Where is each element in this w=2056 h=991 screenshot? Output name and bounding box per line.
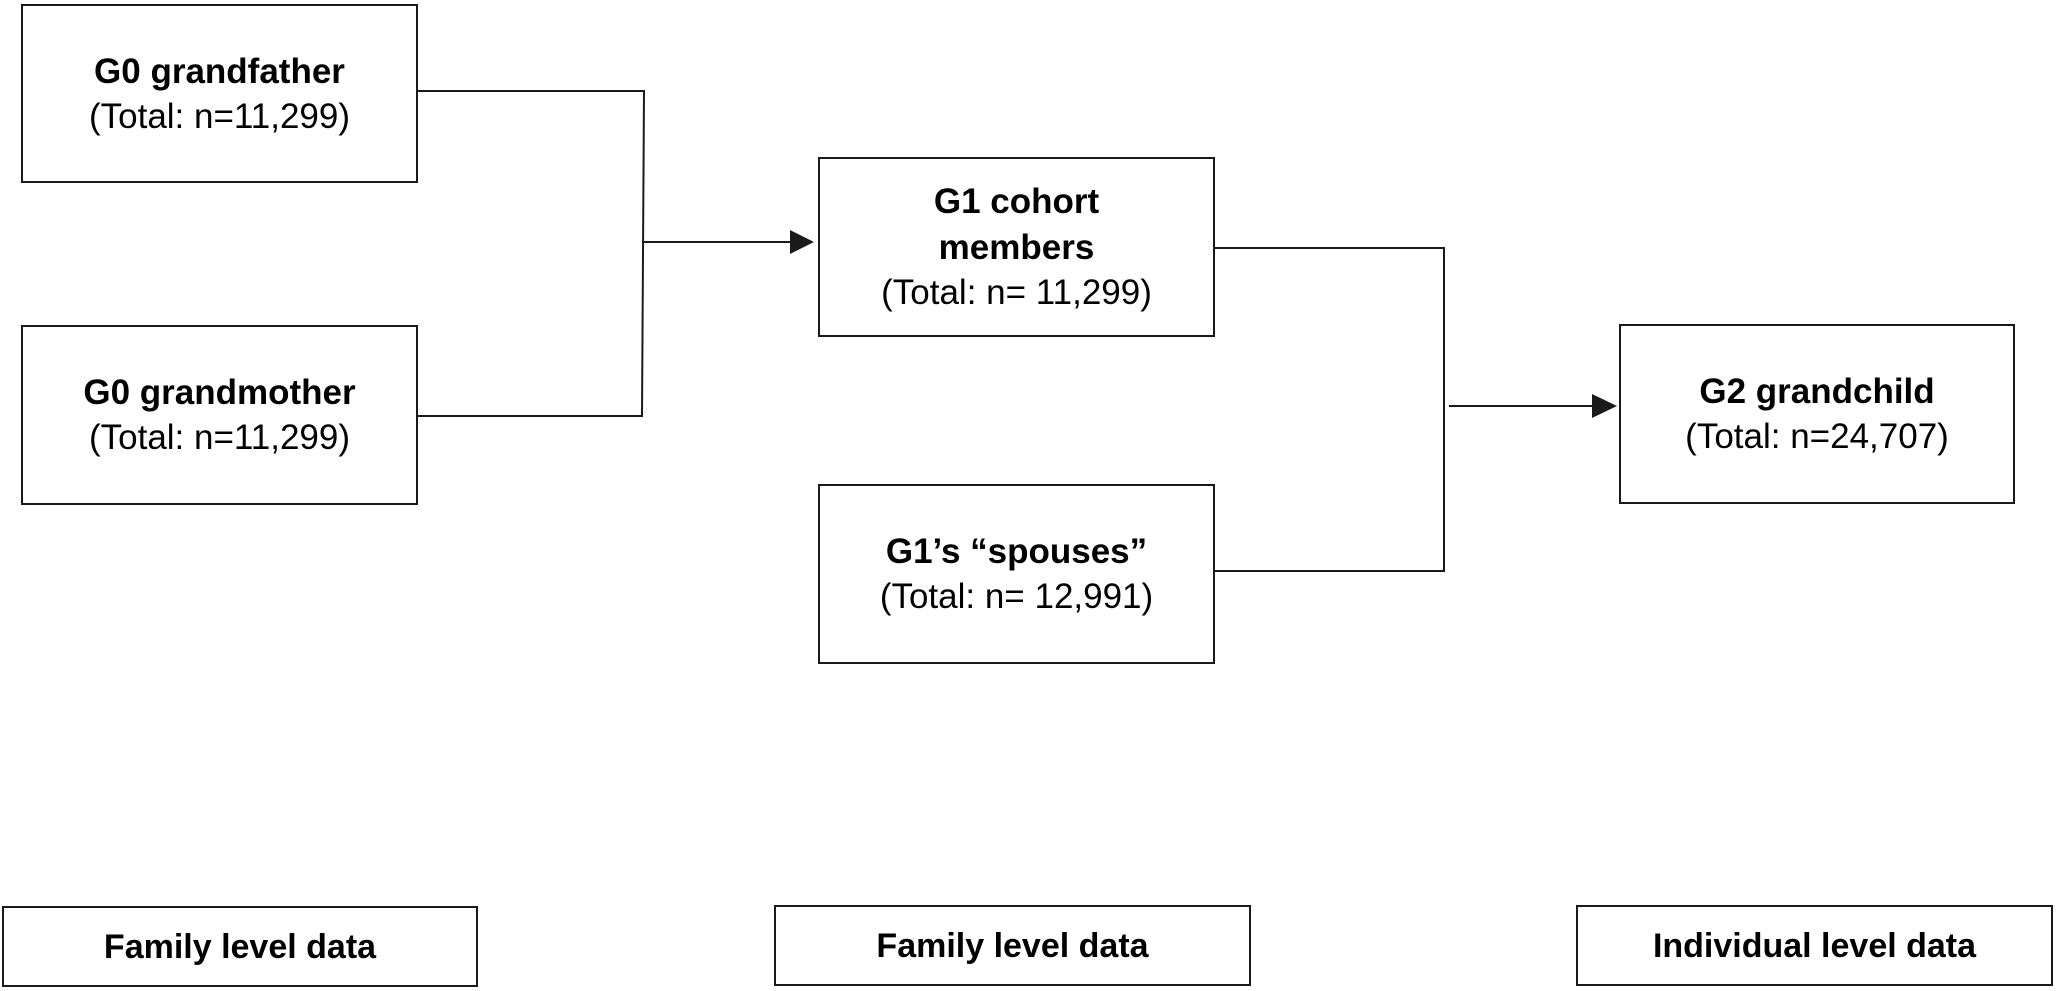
grandfather-connector (418, 90, 646, 417)
g1-to-g2-arrowhead (1592, 394, 1617, 418)
g1-connector (1215, 247, 1445, 572)
g1-spouses-total: (Total: n= 12,991) (879, 577, 1154, 616)
level-label-right-text: Individual level data (1652, 926, 1977, 965)
g2-grandchild-total: (Total: n=24,707) (1685, 417, 1949, 456)
g1-cohort-total: (Total: n= 11,299) (881, 273, 1152, 312)
g1-spouses-title: G1’s “spouses” (885, 532, 1148, 571)
g1-cohort-title-line1: G1 cohort (933, 182, 1100, 221)
g0-to-g1-arrowhead (790, 230, 814, 254)
g1-cohort-box: G1 cohort members (Total: n= 11,299) (818, 157, 1215, 337)
g1-cohort-title-line2: members (938, 228, 1095, 267)
family-level-label-middle: Family level data (774, 905, 1251, 986)
g0-grandmother-total: (Total: n=11,299) (88, 418, 351, 457)
level-label-left-text: Family level data (103, 927, 377, 966)
g2-grandchild-box: G2 grandchild (Total: n=24,707) (1619, 324, 2015, 504)
g0-grandfather-total: (Total: n=11,299) (88, 96, 351, 136)
g1-spouses-box: G1’s “spouses” (Total: n= 12,991) (818, 484, 1215, 664)
g0-grandfather-box: G0 grandfather (Total: n=11,299) (21, 4, 418, 183)
family-level-label-left: Family level data (2, 906, 478, 987)
g0-grandmother-box: G0 grandmother (Total: n=11,299) (21, 325, 418, 505)
g2-grandchild-title: G2 grandchild (1699, 372, 1935, 411)
g0-grandfather-title: G0 grandfather (94, 51, 345, 91)
individual-level-label: Individual level data (1576, 905, 2053, 986)
level-label-middle-text: Family level data (876, 926, 1149, 965)
g0-grandmother-title: G0 grandmother (83, 373, 356, 412)
